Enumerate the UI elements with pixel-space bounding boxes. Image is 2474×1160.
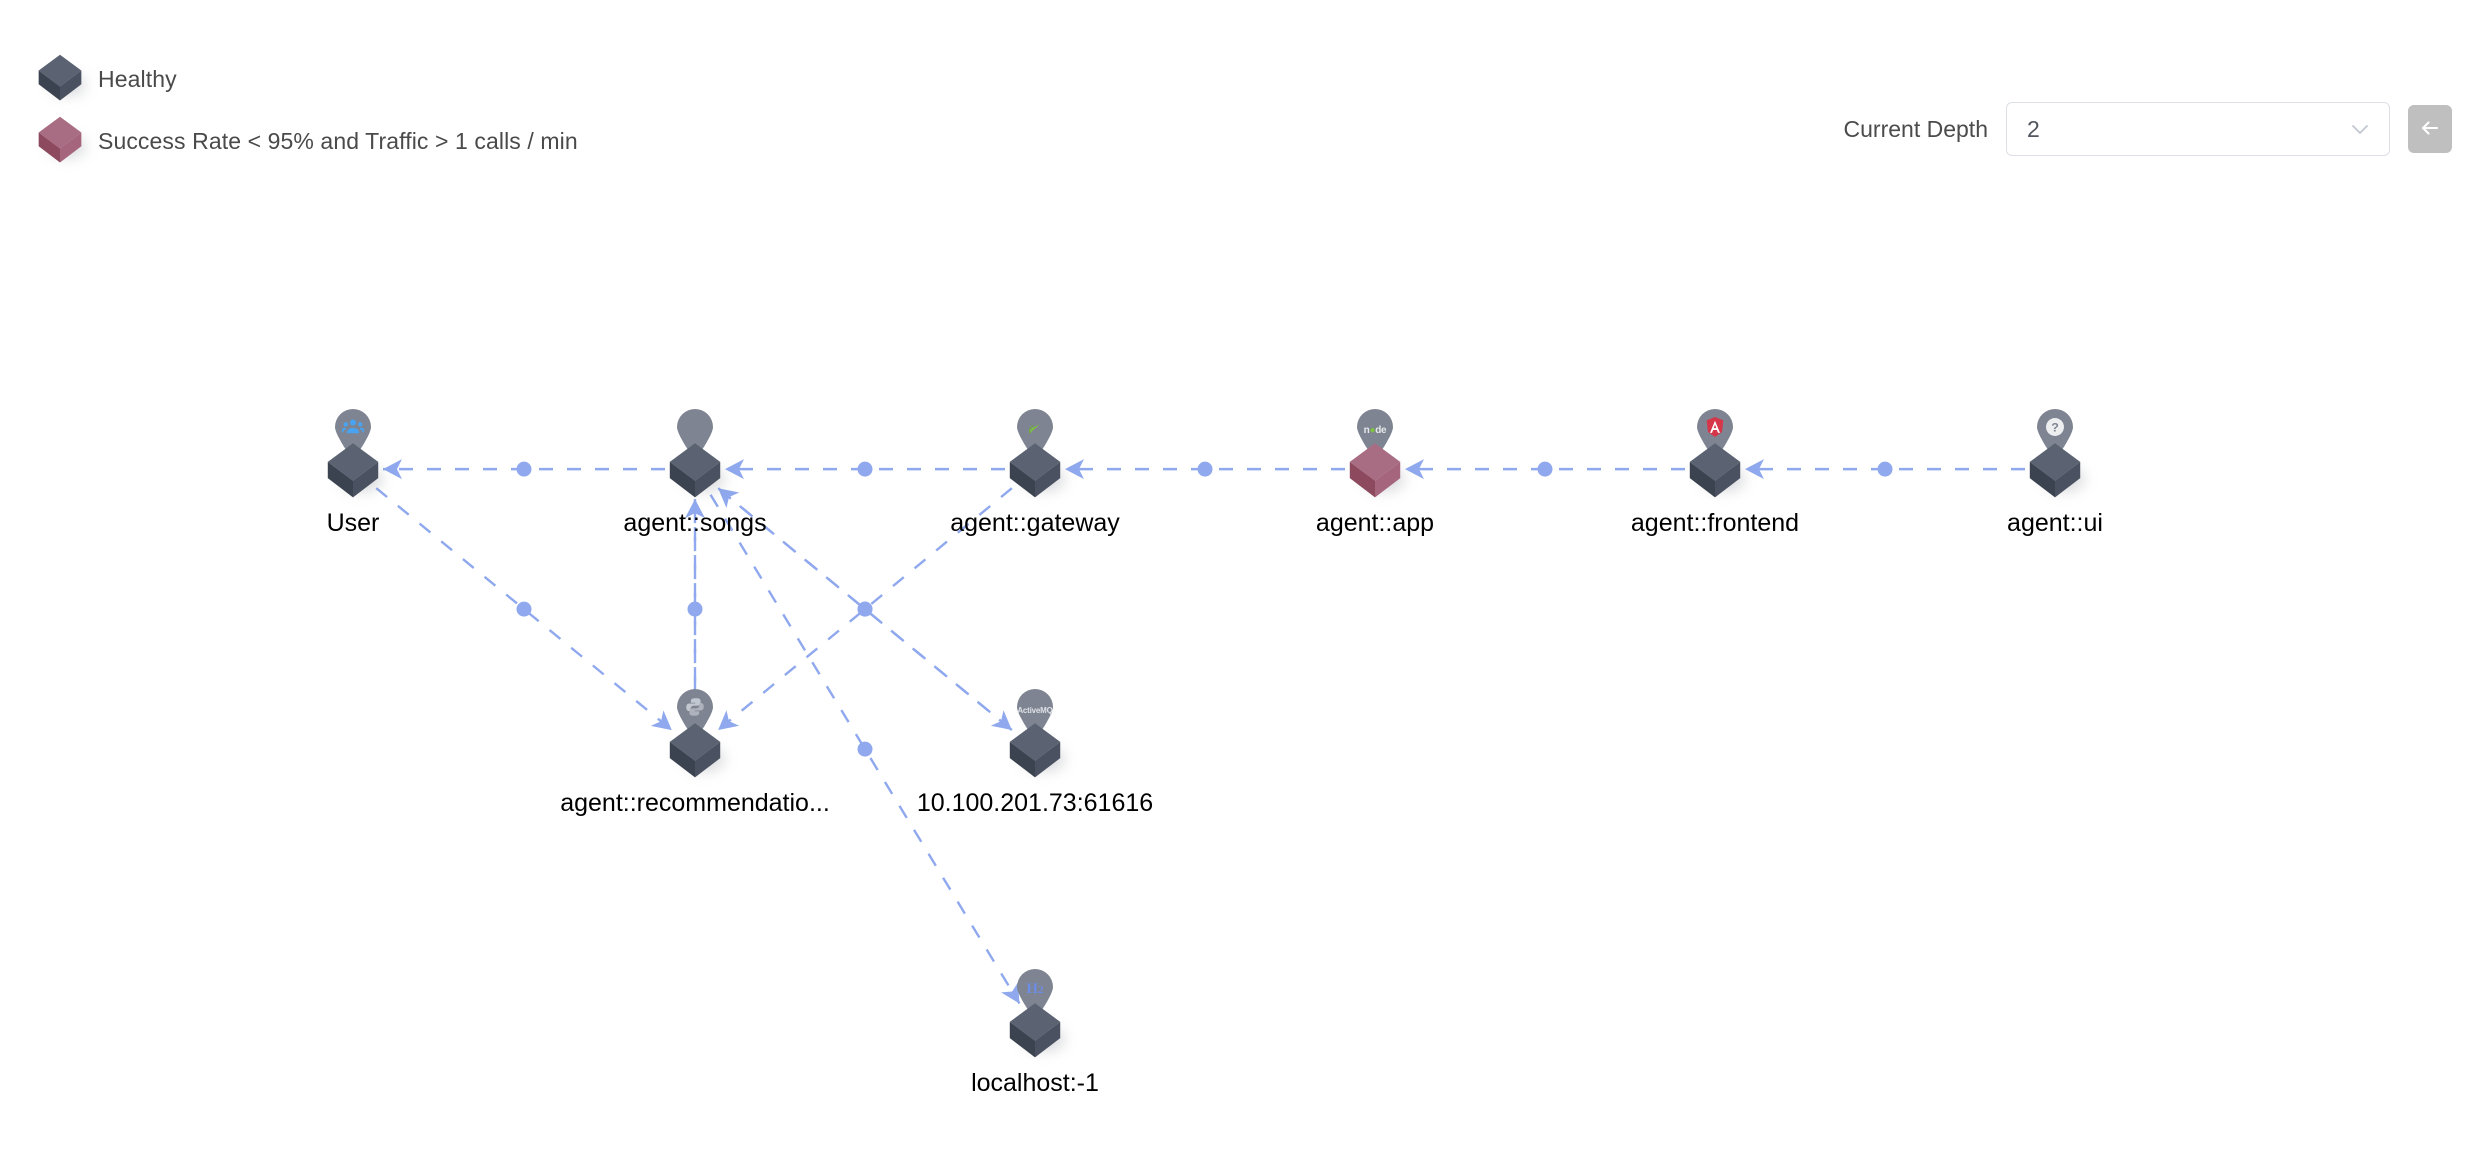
edge-traffic-dot xyxy=(516,461,532,477)
edge-arrow-icon xyxy=(685,499,705,519)
edge-arrow-icon xyxy=(718,710,740,731)
pin-glyph: ? xyxy=(2045,417,2066,442)
cube-icon xyxy=(38,114,85,163)
edge-arrow-icon xyxy=(718,488,740,508)
cube-icon xyxy=(38,52,85,101)
python-icon xyxy=(674,688,716,740)
graph-node-label: agent::recommendatio... xyxy=(560,789,830,817)
graph-node-label: User xyxy=(326,509,380,537)
graph-edge xyxy=(383,459,665,480)
users-icon xyxy=(332,408,374,460)
pin-glyph xyxy=(341,418,365,440)
pin-glyph: n●de xyxy=(1363,425,1387,436)
graph-edge xyxy=(1745,459,2025,480)
graph-edge xyxy=(375,487,673,732)
pin-glyph: H2 xyxy=(1026,981,1044,997)
graph-node-label: agent::gateway xyxy=(950,509,1120,537)
depth-control: Current Depth 2 xyxy=(1844,102,2452,156)
activemq-icon: ActiveMQ xyxy=(1014,688,1056,740)
pin-glyph xyxy=(1025,417,1045,441)
cube-icon xyxy=(1349,440,1405,498)
cube-icon xyxy=(327,440,383,498)
graph-node-recs[interactable]: agent::recommendatio... xyxy=(560,670,830,820)
graph-node-label: agent::app xyxy=(1315,509,1435,537)
arrow-left-icon xyxy=(2417,115,2443,144)
graph-node-label: agent::frontend xyxy=(1630,509,1800,537)
cube-icon xyxy=(1009,440,1065,498)
angular-icon xyxy=(1694,408,1736,460)
edge-arrow-icon xyxy=(383,459,402,480)
chevron-down-icon xyxy=(2349,118,2371,140)
graph-edge xyxy=(717,487,1013,731)
edge-traffic-dot xyxy=(857,461,873,477)
edge-arrow-icon xyxy=(1745,459,1764,480)
nodejs-icon: n●de xyxy=(1354,408,1396,460)
graph-node-app[interactable]: n●de agent::app xyxy=(1315,390,1435,540)
cube-icon xyxy=(1009,1000,1065,1058)
graph-edge xyxy=(709,494,1021,1005)
graph-node-label: 10.100.201.73:61616 xyxy=(916,789,1154,817)
edge-traffic-dot xyxy=(687,601,703,617)
graph-node-label: agent::songs xyxy=(623,509,767,537)
graph-node-h2[interactable]: H2 localhost:-1 xyxy=(971,950,1099,1100)
edge-traffic-dot xyxy=(1197,461,1213,477)
legend-label: Healthy xyxy=(98,65,177,92)
legend-label: Success Rate < 95% and Traffic > 1 calls… xyxy=(98,127,578,154)
h2-database-icon: H2 xyxy=(1014,968,1056,1020)
cube-icon xyxy=(1689,440,1745,498)
graph-node-songs[interactable]: agent::songs xyxy=(623,390,767,540)
question-icon: ? xyxy=(2034,408,2076,460)
graph-edge xyxy=(1065,459,1345,480)
graph-node-label: localhost:-1 xyxy=(971,1069,1099,1097)
graph-node-frontend[interactable]: agent::frontend xyxy=(1631,390,1799,540)
graph-node-gateway[interactable]: agent::gateway xyxy=(950,390,1120,540)
depth-select[interactable]: 2 xyxy=(2006,102,2390,156)
cube-icon xyxy=(1009,720,1065,778)
pin-glyph xyxy=(685,697,706,722)
legend-item-unhealthy: Success Rate < 95% and Traffic > 1 calls… xyxy=(36,110,578,172)
graph-node-ui[interactable]: ? agent::ui xyxy=(1995,390,2115,540)
edge-arrow-icon xyxy=(650,710,672,731)
edge-arrow-icon xyxy=(1405,459,1424,480)
legend-cube-unhealthy xyxy=(36,110,98,172)
edge-traffic-dot xyxy=(1537,461,1553,477)
edge-traffic-dot xyxy=(1877,461,1893,477)
edge-arrow-icon xyxy=(725,459,744,480)
graph-edge xyxy=(725,459,1005,480)
graph-node-user[interactable]: User xyxy=(293,390,413,540)
back-button[interactable] xyxy=(2408,105,2452,153)
edge-arrow-icon xyxy=(1001,982,1020,1004)
legend-item-healthy: Healthy xyxy=(36,48,578,110)
cube-icon xyxy=(2029,440,2085,498)
edge-traffic-dot xyxy=(516,601,532,617)
edge-traffic-dot xyxy=(857,741,873,757)
legend-cube-healthy xyxy=(36,48,98,110)
graph-node-label: agent::ui xyxy=(2007,509,2103,537)
depth-value: 2 xyxy=(2027,115,2040,142)
pin-glyph: ActiveMQ xyxy=(1017,706,1053,715)
spring-leaf-icon xyxy=(1014,408,1056,460)
graph-edge xyxy=(685,499,705,720)
svg-text:?: ? xyxy=(2051,420,2059,434)
edge-arrow-icon xyxy=(1065,459,1084,480)
cube-icon xyxy=(669,440,725,498)
depth-label: Current Depth xyxy=(1843,115,1988,142)
graph-edge xyxy=(1405,459,1685,480)
cube-icon xyxy=(669,720,725,778)
legend: Healthy Success Rate < 95% and Traffic >… xyxy=(36,48,578,172)
graph-node-mq[interactable]: ActiveMQ 10.100.201.73:61616 xyxy=(917,670,1153,820)
blank-icon xyxy=(674,408,716,460)
pin-glyph xyxy=(1705,416,1725,442)
edge-traffic-dot xyxy=(857,601,873,617)
